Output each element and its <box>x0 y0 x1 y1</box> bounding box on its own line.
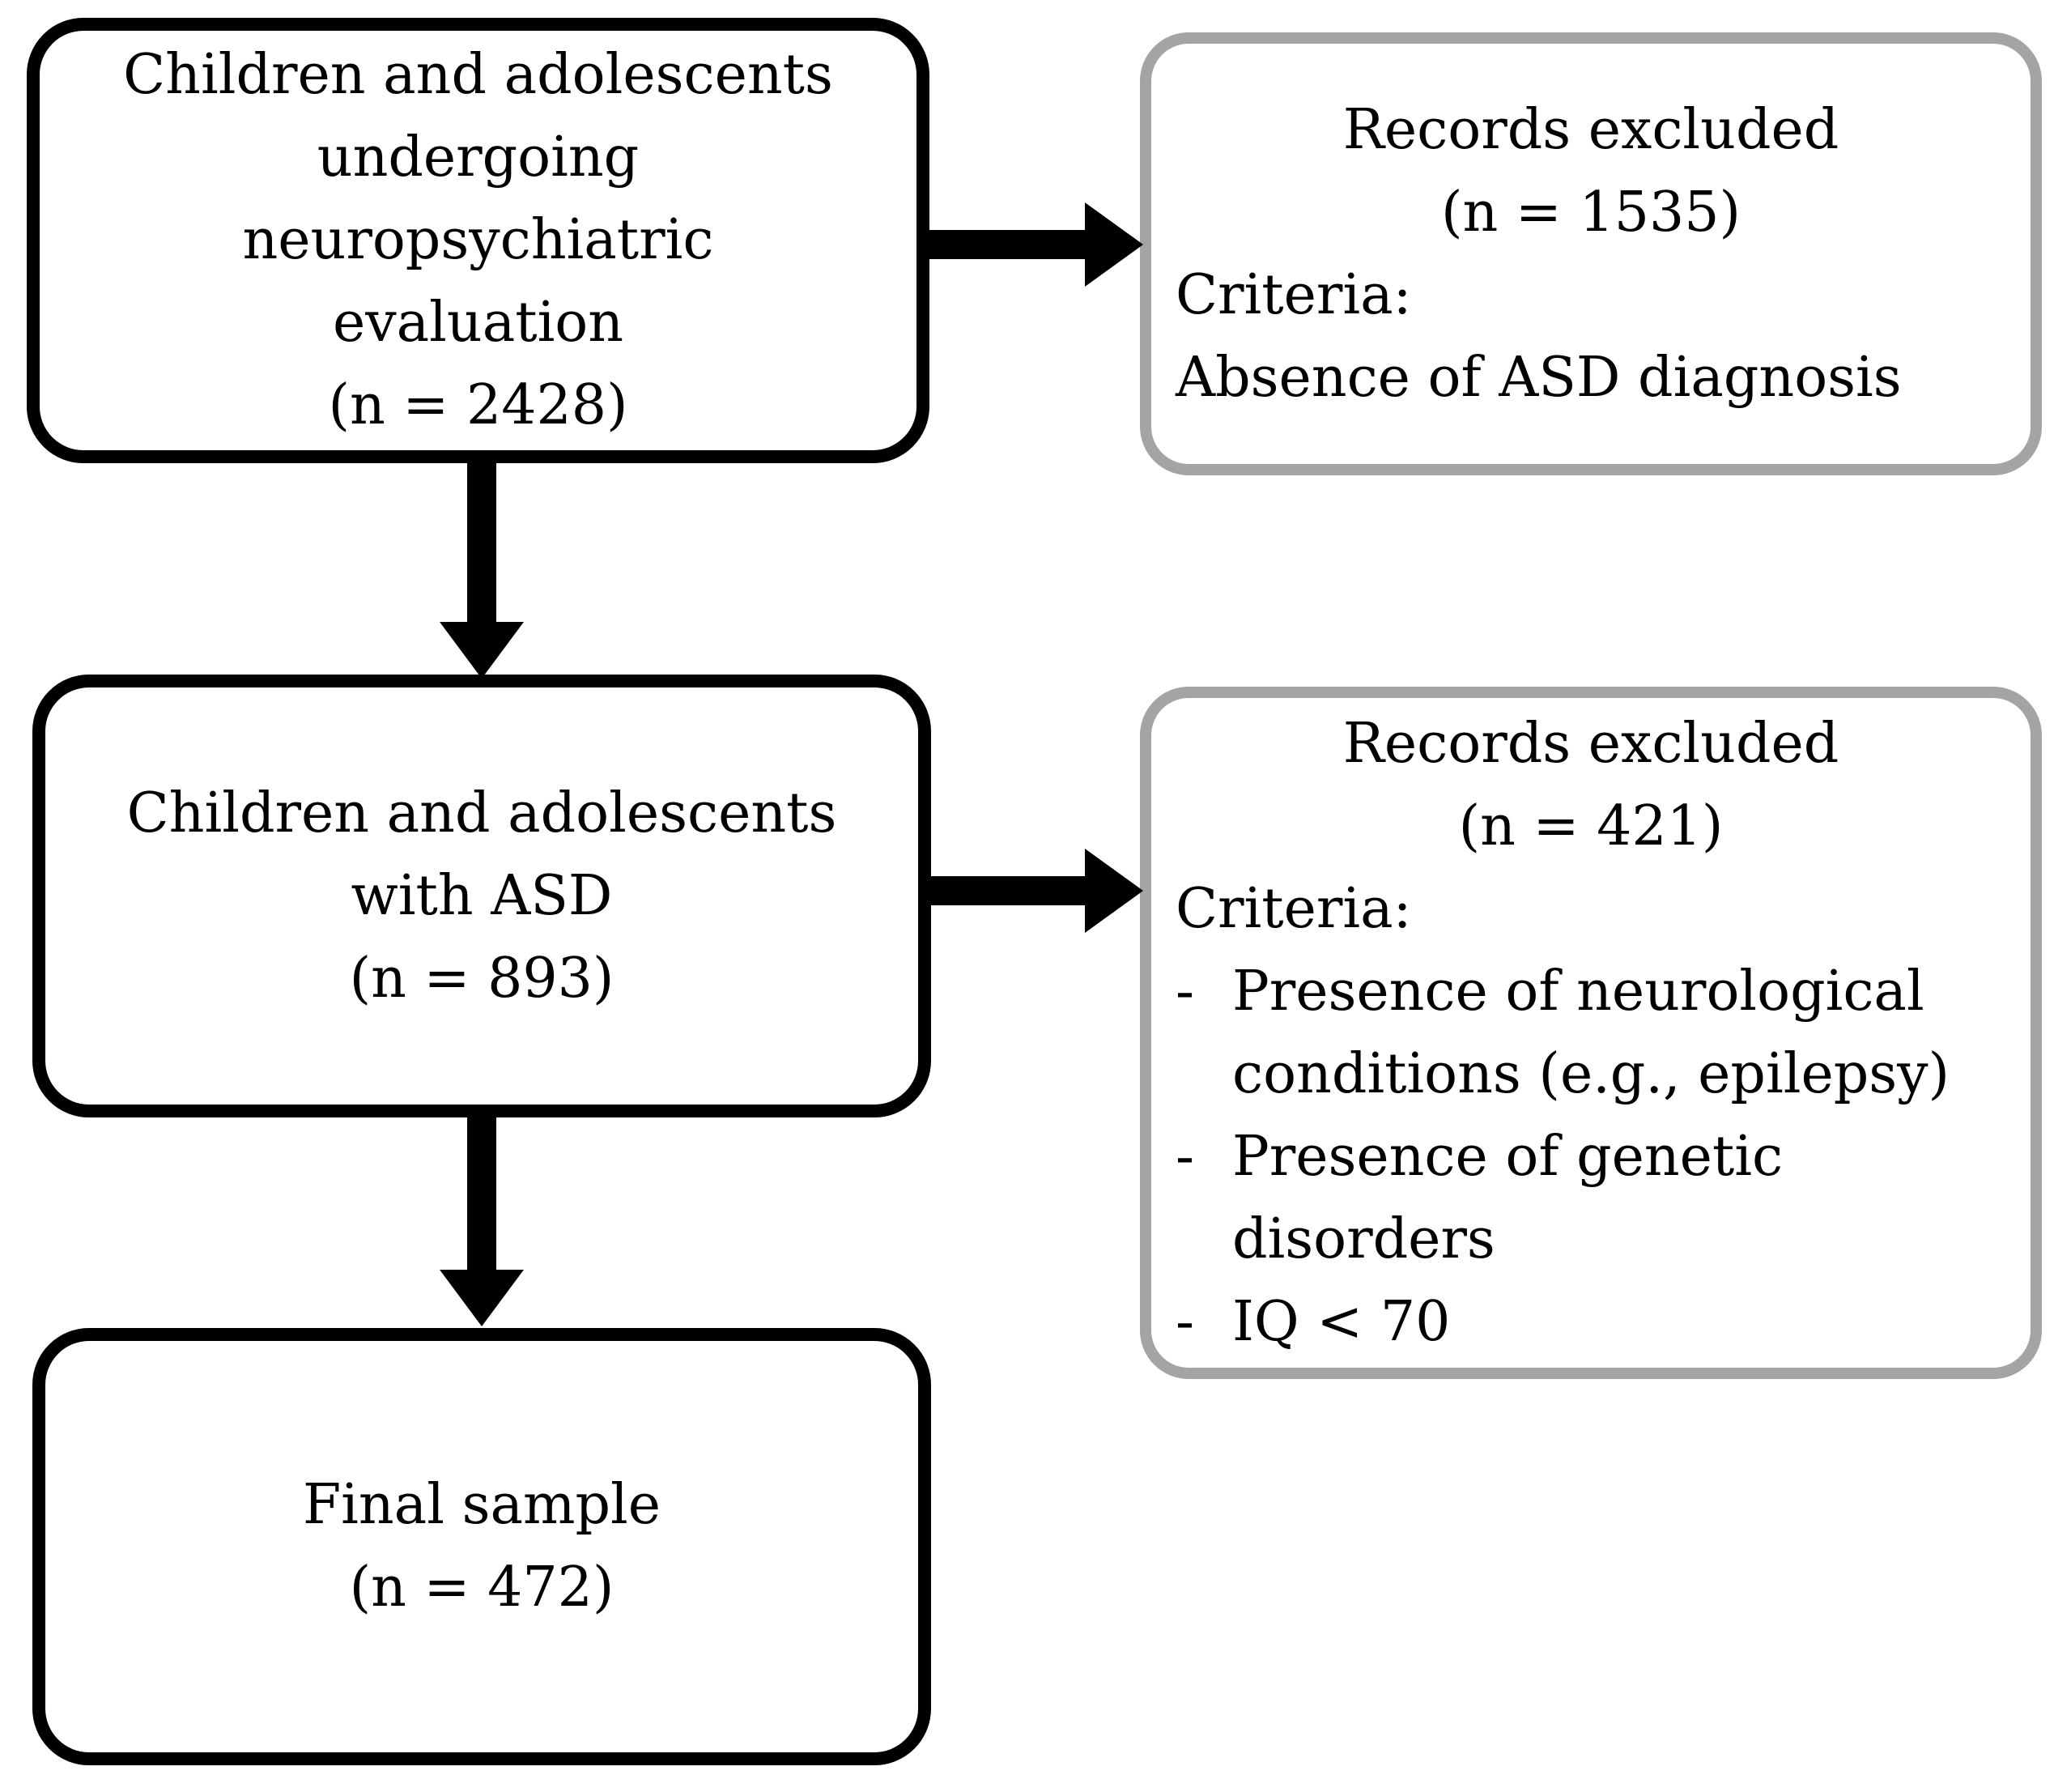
box-line: Records excluded <box>1342 711 1839 776</box>
arrow-population-to-excluded1-head <box>1085 202 1143 287</box>
box-population-text: Children and adolescents undergoing neur… <box>40 34 916 447</box>
box-line: Final sample <box>302 1473 661 1537</box>
box-final-text: Final sample (n = 472) <box>45 1464 918 1629</box>
box-excluded-2-title: Records excluded (n = 421) <box>1151 703 2031 868</box>
criteria-line: Absence of ASD diagnosis <box>1176 345 1902 410</box>
box-line: (n = 1535) <box>1440 180 1741 245</box>
arrow-asd-to-final-head <box>440 1270 524 1326</box>
bullet-line: disorders <box>1232 1207 1495 1271</box>
bullet-dash: - <box>1176 959 1194 1024</box>
box-excluded-1-criteria: Criteria: Absence of ASD diagnosis <box>1151 254 2031 419</box>
box-line: (n = 2428) <box>328 373 628 437</box>
box-excluded-1-title: Records excluded (n = 1535) <box>1151 89 2031 254</box>
box-line: (n = 421) <box>1458 794 1724 858</box>
box-asd-text: Children and adolescents with ASD (n = 8… <box>45 773 918 1020</box>
box-excluded-records-1: Records excluded (n = 1535) Criteria: Ab… <box>1140 32 2042 475</box>
arrow-asd-to-final-stem <box>467 1116 496 1273</box>
criteria-label: Criteria: <box>1176 262 1412 327</box>
bullet-text: Presence of genetic disorders <box>1232 1116 2006 1281</box>
box-final-sample: Final sample (n = 472) <box>32 1328 931 1765</box>
box-line: Records excluded <box>1342 97 1839 162</box>
criteria-label: Criteria: <box>1176 876 1412 941</box>
bullet-text: Presence of neurological conditions (e.g… <box>1232 951 2006 1116</box>
box-line: undergoing <box>317 126 640 189</box>
bullet-line: IQ < 70 <box>1232 1289 1451 1354</box>
bullet-text: IQ < 70 <box>1232 1281 2006 1364</box>
criteria-bullet: - Presence of genetic disorders <box>1176 1116 2006 1281</box>
box-line: Children and adolescents <box>126 781 837 845</box>
box-line: (n = 472) <box>349 1556 614 1620</box>
criteria-bullet: - Presence of neurological conditions (e… <box>1176 951 2006 1116</box>
bullet-dash: - <box>1176 1124 1194 1189</box>
bullet-line: Presence of genetic <box>1232 1124 1784 1189</box>
box-line: (n = 893) <box>349 946 614 1011</box>
arrow-asd-to-excluded2-head <box>1085 849 1143 933</box>
arrow-population-to-asd-stem <box>467 462 496 625</box>
box-line: Children and adolescents <box>123 43 833 107</box>
bullet-dash: - <box>1176 1289 1194 1354</box>
bullet-line: Presence of neurological <box>1232 959 1924 1024</box>
box-population: Children and adolescents undergoing neur… <box>27 18 929 463</box>
box-asd: Children and adolescents with ASD (n = 8… <box>32 675 931 1117</box>
arrow-population-to-excluded1-stem <box>928 230 1090 259</box>
arrow-asd-to-excluded2-stem <box>929 876 1090 905</box>
criteria-bullet: - IQ < 70 <box>1176 1281 2006 1364</box>
box-excluded-records-2: Records excluded (n = 421) Criteria: - P… <box>1140 687 2042 1379</box>
arrow-population-to-asd-head <box>440 622 524 679</box>
box-line: with ASD <box>351 863 613 928</box>
box-line: evaluation <box>332 291 624 355</box>
bullet-line: conditions (e.g., epilepsy) <box>1232 1041 1950 1106</box>
box-line: neuropsychiatric <box>242 208 714 272</box>
box-excluded-2-criteria: Criteria: - Presence of neurological con… <box>1151 868 2031 1364</box>
